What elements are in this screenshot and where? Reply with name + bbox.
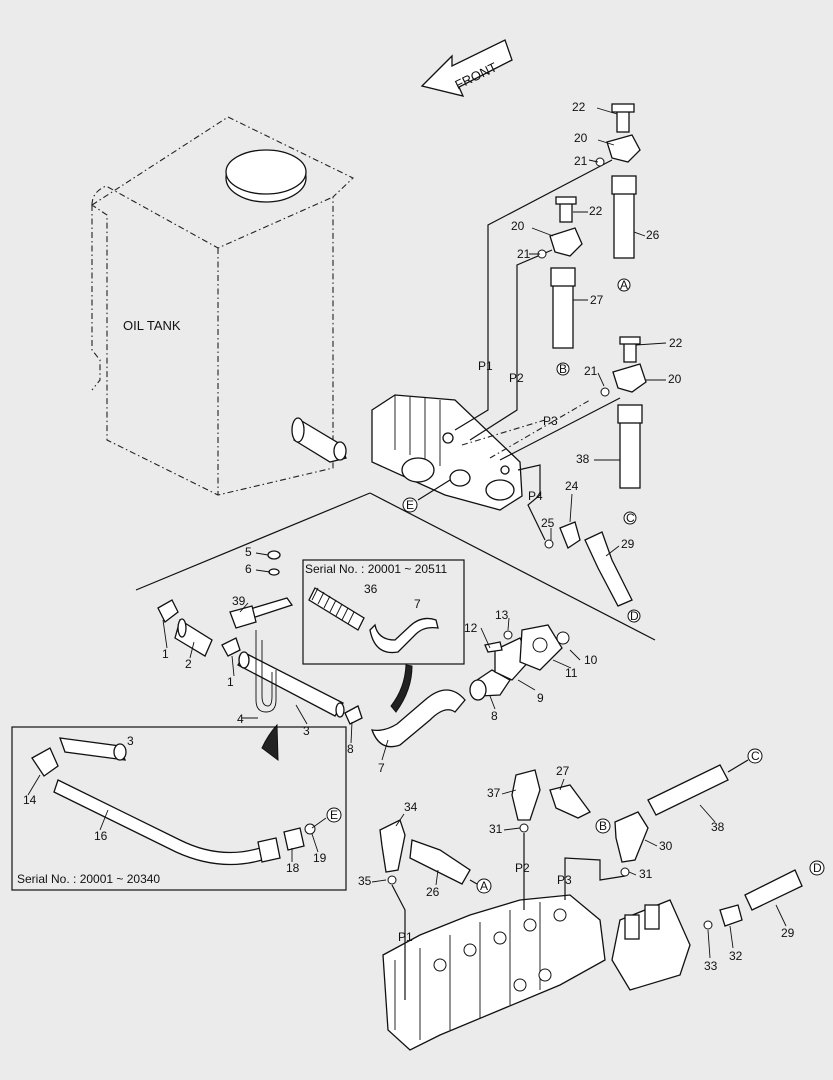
part-number: 22 — [669, 336, 683, 350]
part-number: 37 — [487, 786, 501, 800]
part-number: 8 — [491, 709, 498, 723]
fitting-group — [537, 103, 647, 623]
part-number: 11 — [565, 666, 578, 680]
part-number: 20 — [574, 131, 588, 145]
part-number: 24 — [565, 479, 579, 493]
port-label: P4 — [528, 489, 543, 503]
part-number: 36 — [364, 582, 378, 596]
part-number: 31 — [639, 867, 653, 881]
callout-letter: B — [599, 819, 607, 833]
part-number: 22 — [589, 204, 603, 218]
part-number: 29 — [621, 537, 635, 551]
part-number: 21 — [574, 154, 588, 168]
part-number: 38 — [711, 820, 725, 834]
part-number: 27 — [556, 764, 570, 778]
part-number: 20 — [511, 219, 525, 233]
port-label: P3 — [557, 873, 572, 887]
hydraulic-pump — [371, 394, 591, 511]
part-number: 29 — [781, 926, 795, 940]
part-number: 30 — [659, 839, 673, 853]
callout-letter: C — [626, 511, 635, 525]
callout-letter: C — [751, 749, 760, 763]
part-number: 1 — [162, 647, 169, 661]
callout-letter: B — [559, 362, 567, 376]
leader-line — [369, 492, 656, 641]
leader-line — [391, 884, 406, 1000]
front-arrow: FRONT — [420, 39, 513, 97]
part-number: 3 — [127, 734, 134, 748]
part-number: 12 — [464, 621, 478, 635]
part-number: 26 — [426, 885, 440, 899]
port-label: P1 — [398, 930, 413, 944]
part-number: 20 — [668, 372, 682, 386]
callout-letter: E — [406, 498, 414, 512]
part-number: 10 — [584, 653, 598, 667]
oil-tank: OIL TANK — [90, 116, 354, 496]
port-label: P3 — [543, 414, 558, 428]
part-number: 22 — [572, 100, 586, 114]
part-number: 14 — [23, 793, 37, 807]
part-number: 7 — [414, 597, 421, 611]
part-number: 34 — [404, 800, 418, 814]
control-valve-fittings: A B C D — [379, 748, 825, 1051]
part-number: 18 — [286, 861, 300, 875]
callout-letter: D — [813, 861, 822, 875]
oil-tank-label: OIL TANK — [123, 318, 181, 333]
suction-assembly — [157, 550, 570, 748]
serial-box-lower: Serial No. : 20001 ~ 20340 E 3 14 16 19 … — [11, 726, 347, 891]
leader-line — [454, 159, 613, 431]
port-label: P2 — [509, 371, 524, 385]
part-number: 27 — [590, 293, 604, 307]
leader-line — [517, 464, 546, 541]
callout-letter: E — [330, 808, 338, 822]
part-number: 26 — [646, 228, 660, 242]
part-number-labels: 5 6 39 1 2 1 12 13 10 11 9 8 3 4 8 7 — [162, 545, 598, 775]
part-number: 13 — [495, 608, 509, 622]
part-number: 9 — [537, 691, 544, 705]
part-number: 16 — [94, 829, 108, 843]
part-number: 39 — [232, 594, 246, 608]
part-number: 1 — [227, 675, 234, 689]
serial-upper-label: Serial No. : 20001 ~ 20511 — [305, 562, 448, 576]
part-number: 38 — [576, 452, 590, 466]
part-number: 32 — [729, 949, 743, 963]
part-number: 19 — [313, 851, 327, 865]
serial-box-upper: Serial No. : 20001 ~ 20511 36 7 — [302, 559, 465, 665]
part-number: 6 — [245, 562, 252, 576]
pointer-arrow — [261, 723, 279, 762]
part-number: 8 — [347, 742, 354, 756]
part-number: 21 — [517, 247, 531, 261]
callout-letter: D — [630, 609, 639, 623]
part-number: 3 — [303, 724, 310, 738]
port-label: P2 — [515, 861, 530, 875]
serial-lower-label: Serial No. : 20001 ~ 20340 — [17, 872, 160, 886]
part-number: 21 — [584, 364, 598, 378]
part-number-labels: 34 37 27 31 26 35 38 30 31 33 32 29 — [358, 764, 795, 973]
leader-line — [135, 492, 371, 591]
callout-letter: A — [480, 879, 488, 893]
part-number: 31 — [489, 822, 503, 836]
part-number: 4 — [237, 712, 244, 726]
part-number: 7 — [378, 761, 385, 775]
leader-line — [564, 857, 626, 900]
pointer-arrow — [390, 664, 413, 713]
part-number-labels: 22 20 21 26 22 20 21 27 22 21 20 38 24 2… — [511, 100, 683, 551]
port-label: P1 — [478, 359, 493, 373]
part-number: 5 — [245, 545, 252, 559]
callout-letter: A — [620, 278, 628, 292]
part-number: 25 — [541, 516, 555, 530]
leader-line — [499, 397, 621, 461]
part-number: 33 — [704, 959, 718, 973]
part-number: 35 — [358, 874, 372, 888]
part-number: 2 — [185, 657, 192, 671]
leader-line — [469, 249, 553, 441]
leader-line — [417, 479, 451, 501]
